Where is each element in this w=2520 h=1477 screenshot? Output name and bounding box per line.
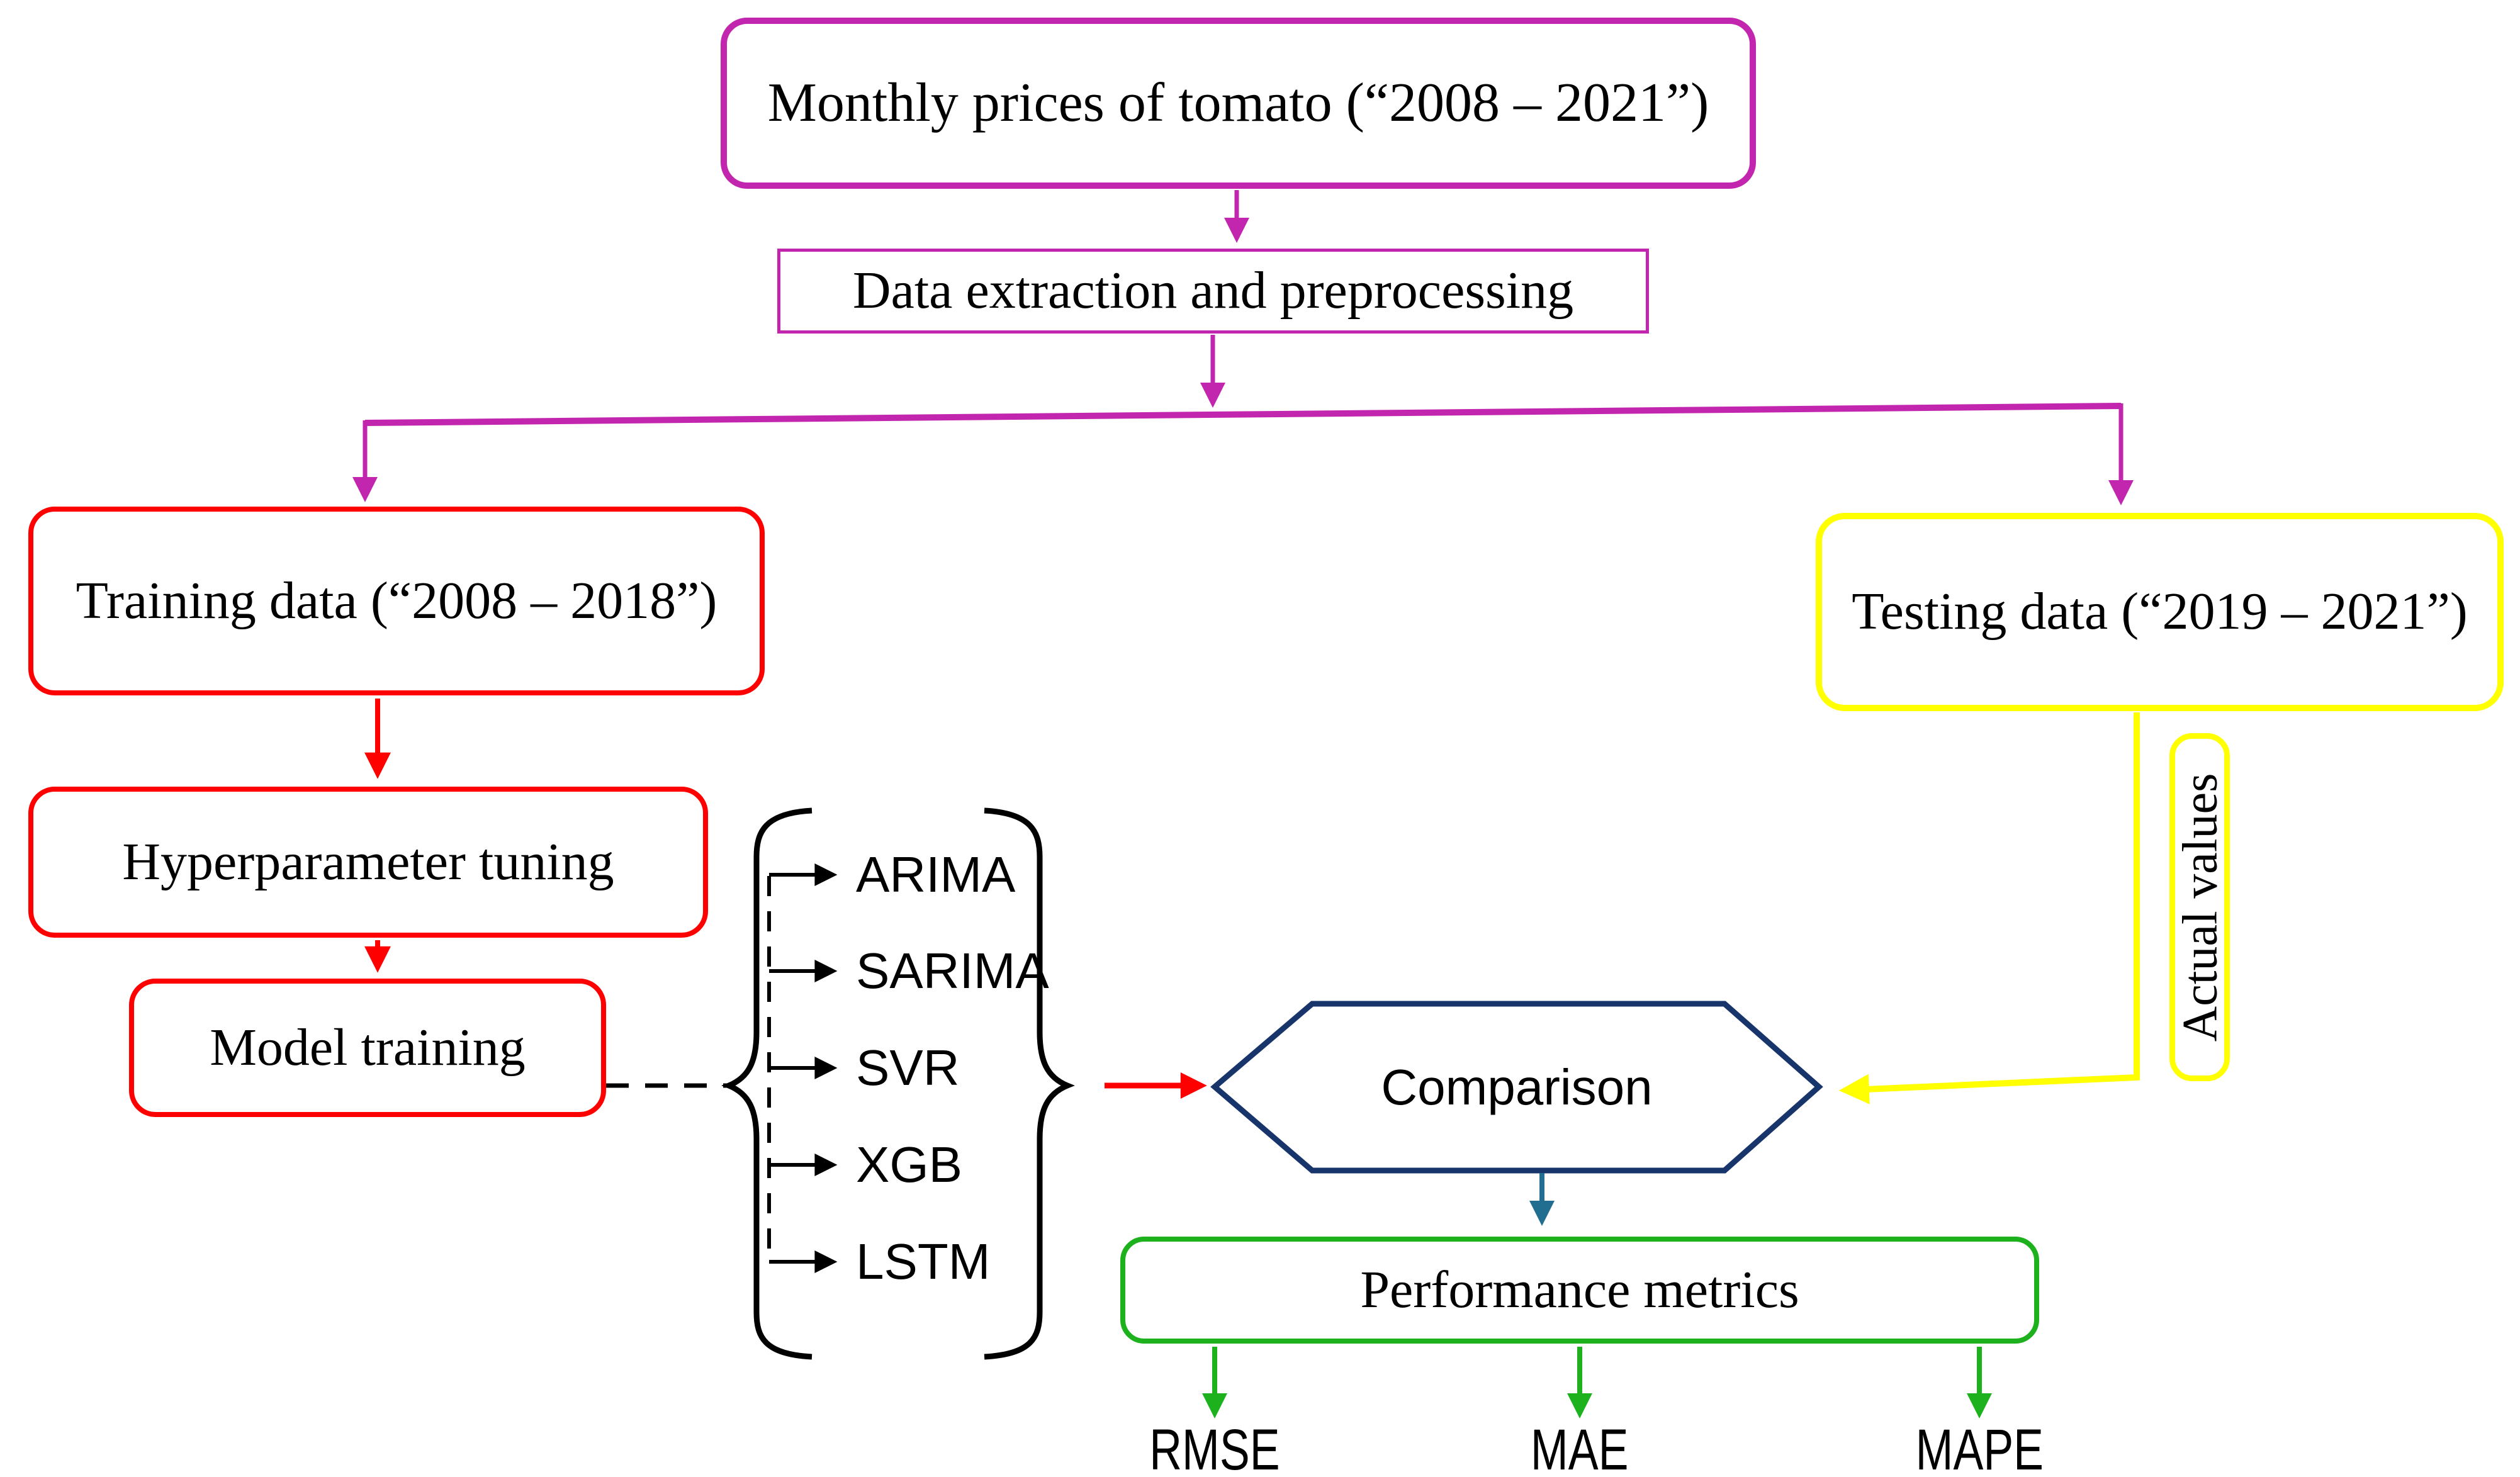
preprocessing-node: Data extraction and preprocessing (777, 249, 1649, 334)
actual-values-node: Actual values (2169, 733, 2230, 1081)
right-curly-brace (984, 807, 1075, 1360)
model-lstm-label: LSTM (856, 1233, 991, 1289)
model-arima-label: ARIMA (856, 846, 1016, 902)
hyperparameter-node: Hyperparameter tuning (28, 787, 708, 938)
model-training-node: Model training (129, 979, 606, 1117)
comparison-hexagon (1210, 1001, 1823, 1174)
model-item-lstm: LSTM (856, 1227, 990, 1296)
testing-data-label: Testing data (“2019 – 2021”) (1852, 582, 2468, 641)
metric-label-rmse: RMSE (1149, 1418, 1280, 1477)
testing-data-node: Testing data (“2019 – 2021”) (1816, 513, 2504, 711)
model-item-svr: SVR (856, 1033, 960, 1103)
model-training-label: Model training (210, 1018, 526, 1077)
branch-line (364, 403, 2122, 426)
left-curly-brace (721, 807, 813, 1360)
training-data-label: Training data (“2008 – 2018”) (76, 571, 717, 630)
model-xgb-label: XGB (856, 1137, 962, 1193)
source-label: Monthly prices of tomato (“2008 – 2021”) (767, 72, 1709, 134)
model-svr-label: SVR (856, 1040, 960, 1096)
hyperparameter-label: Hyperparameter tuning (122, 832, 614, 891)
preprocessing-label: Data extraction and preprocessing (852, 261, 1574, 320)
model-item-arima: ARIMA (856, 840, 1015, 909)
actual-values-label: Actual values (2172, 773, 2227, 1042)
comparison-node: Comparison (1215, 1004, 1819, 1171)
model-item-xgb: XGB (856, 1130, 962, 1199)
performance-metrics-node: Performance metrics (1120, 1237, 2039, 1344)
comparison-label: Comparison (1381, 1059, 1653, 1115)
model-item-sarima: SARIMA (856, 936, 1049, 1006)
metric-label-mape: MAPE (1915, 1418, 2044, 1477)
arrow-testing-to-comparison (1838, 712, 2140, 1104)
model-sarima-label: SARIMA (856, 943, 1049, 999)
training-data-node: Training data (“2008 – 2018”) (28, 507, 765, 695)
source-node: Monthly prices of tomato (“2008 – 2021”) (721, 18, 1756, 189)
performance-metrics-label: Performance metrics (1360, 1260, 1799, 1319)
metric-label-mae: MAE (1531, 1418, 1629, 1477)
